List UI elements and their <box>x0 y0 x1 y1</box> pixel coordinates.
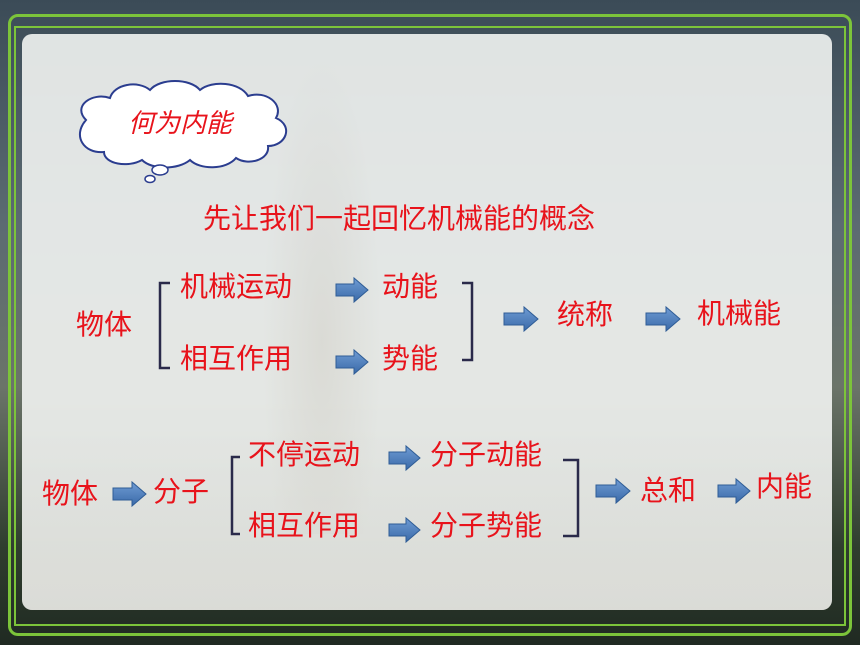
right-brace-1 <box>462 281 474 362</box>
result-bottom-2: 分子势能 <box>430 509 543 542</box>
arrow-icon <box>388 516 421 544</box>
right-brace-2 <box>563 458 580 538</box>
result-top-1: 动能 <box>382 270 439 303</box>
subtitle: 先让我们一起回忆机械能的概念 <box>203 202 596 235</box>
cause-bottom-1: 相互作用 <box>180 342 293 375</box>
combined-label-2: 总和 <box>640 474 697 507</box>
outer-frame <box>8 14 852 636</box>
arrow-icon <box>335 348 369 376</box>
arrow-icon <box>595 477 631 505</box>
result-bottom-1: 势能 <box>382 342 439 375</box>
cause-bottom-2: 相互作用 <box>248 509 361 542</box>
left-brace-2 <box>230 455 240 536</box>
total-label-2: 内能 <box>756 470 813 503</box>
arrow-icon <box>645 305 681 333</box>
arrow-icon <box>335 276 369 304</box>
thought-cloud-icon <box>79 80 288 184</box>
cause-top-1: 机械运动 <box>180 270 293 303</box>
root-label-2: 物体 <box>42 477 99 510</box>
result-top-2: 分子动能 <box>430 438 543 471</box>
total-label-1: 机械能 <box>697 297 782 330</box>
root-label-1: 物体 <box>76 308 133 341</box>
combined-label-1: 统称 <box>557 298 614 331</box>
content-panel <box>22 34 832 610</box>
arrow-icon <box>503 305 539 333</box>
inner-frame <box>14 26 846 626</box>
parts-label-2: 分子 <box>153 475 210 508</box>
cloud-title: 何为内能 <box>128 109 233 139</box>
arrow-icon <box>112 480 147 508</box>
cause-top-2: 不停运动 <box>248 438 361 471</box>
arrow-icon <box>717 477 751 505</box>
arrow-icon <box>388 444 421 472</box>
left-brace-1 <box>158 281 170 370</box>
